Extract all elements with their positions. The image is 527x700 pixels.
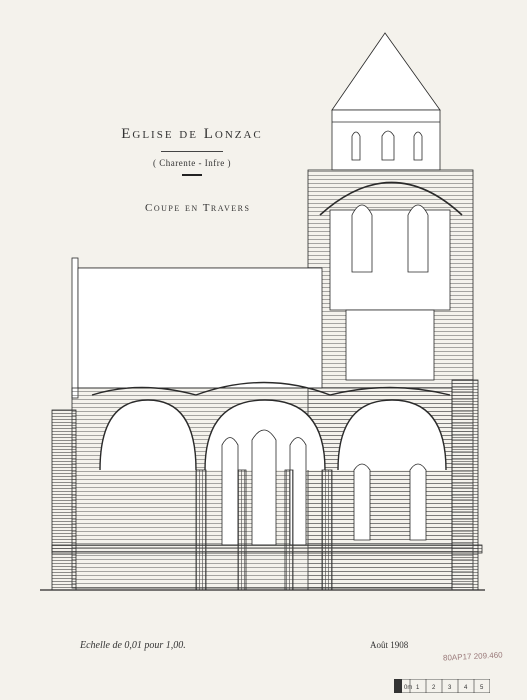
belfry-openings bbox=[351, 130, 423, 161]
subtitle-rule bbox=[182, 174, 202, 176]
left-buttress bbox=[51, 409, 77, 591]
scale-tick-label: 1 bbox=[416, 685, 420, 691]
drawing-title: Eglise de Lonzac bbox=[121, 126, 263, 142]
date-note: Août 1908 bbox=[370, 640, 409, 650]
title-block: Eglise de Lonzac ( Charente - Infre ) bbox=[112, 118, 272, 176]
central-windows bbox=[221, 429, 307, 546]
scale-tick-label: 5 bbox=[480, 685, 484, 691]
scale-tick-label: 2 bbox=[432, 685, 436, 691]
scale-tick-label: 0m bbox=[404, 685, 412, 691]
scale-bar: 0m 1 2 3 4 5 bbox=[394, 679, 490, 693]
tower-vault bbox=[319, 181, 463, 216]
gable-wall bbox=[71, 257, 79, 399]
right-buttress bbox=[451, 379, 479, 591]
nave-attic bbox=[77, 267, 323, 389]
drawing-subtitle: ( Charente - Infre ) bbox=[153, 158, 231, 168]
scale-note: Echelle de 0,01 pour 1,00. bbox=[80, 640, 186, 651]
tower-chamber bbox=[329, 209, 451, 311]
scale-tick-label: 3 bbox=[448, 685, 452, 691]
spire bbox=[331, 32, 441, 111]
view-label: Coupe en Travers bbox=[145, 202, 251, 214]
floor-band bbox=[51, 544, 483, 554]
belfry bbox=[331, 109, 441, 171]
title-rule bbox=[161, 151, 223, 152]
scale-tick-label: 4 bbox=[464, 685, 468, 691]
